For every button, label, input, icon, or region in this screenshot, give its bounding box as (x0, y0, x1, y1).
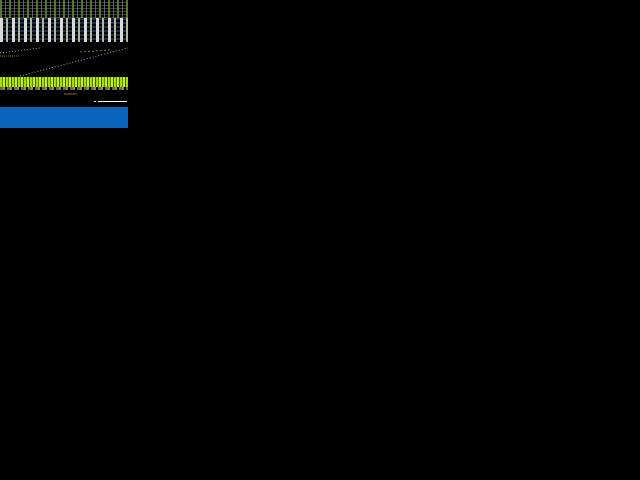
green-noise-band-lower (0, 87, 128, 90)
diagonal-dotted-lines (0, 47, 128, 95)
white-line (98, 101, 127, 102)
dotted-line-faint (79, 49, 111, 53)
corrupted-graphics-region (0, 0, 128, 128)
dotted-line-upper (0, 47, 41, 54)
green-noise-band (0, 77, 128, 87)
noise-band-top (0, 0, 128, 18)
blue-block (0, 107, 128, 128)
dotted-line-lower (19, 47, 128, 77)
white-dot (94, 101, 96, 102)
noise-band-white (0, 18, 128, 42)
